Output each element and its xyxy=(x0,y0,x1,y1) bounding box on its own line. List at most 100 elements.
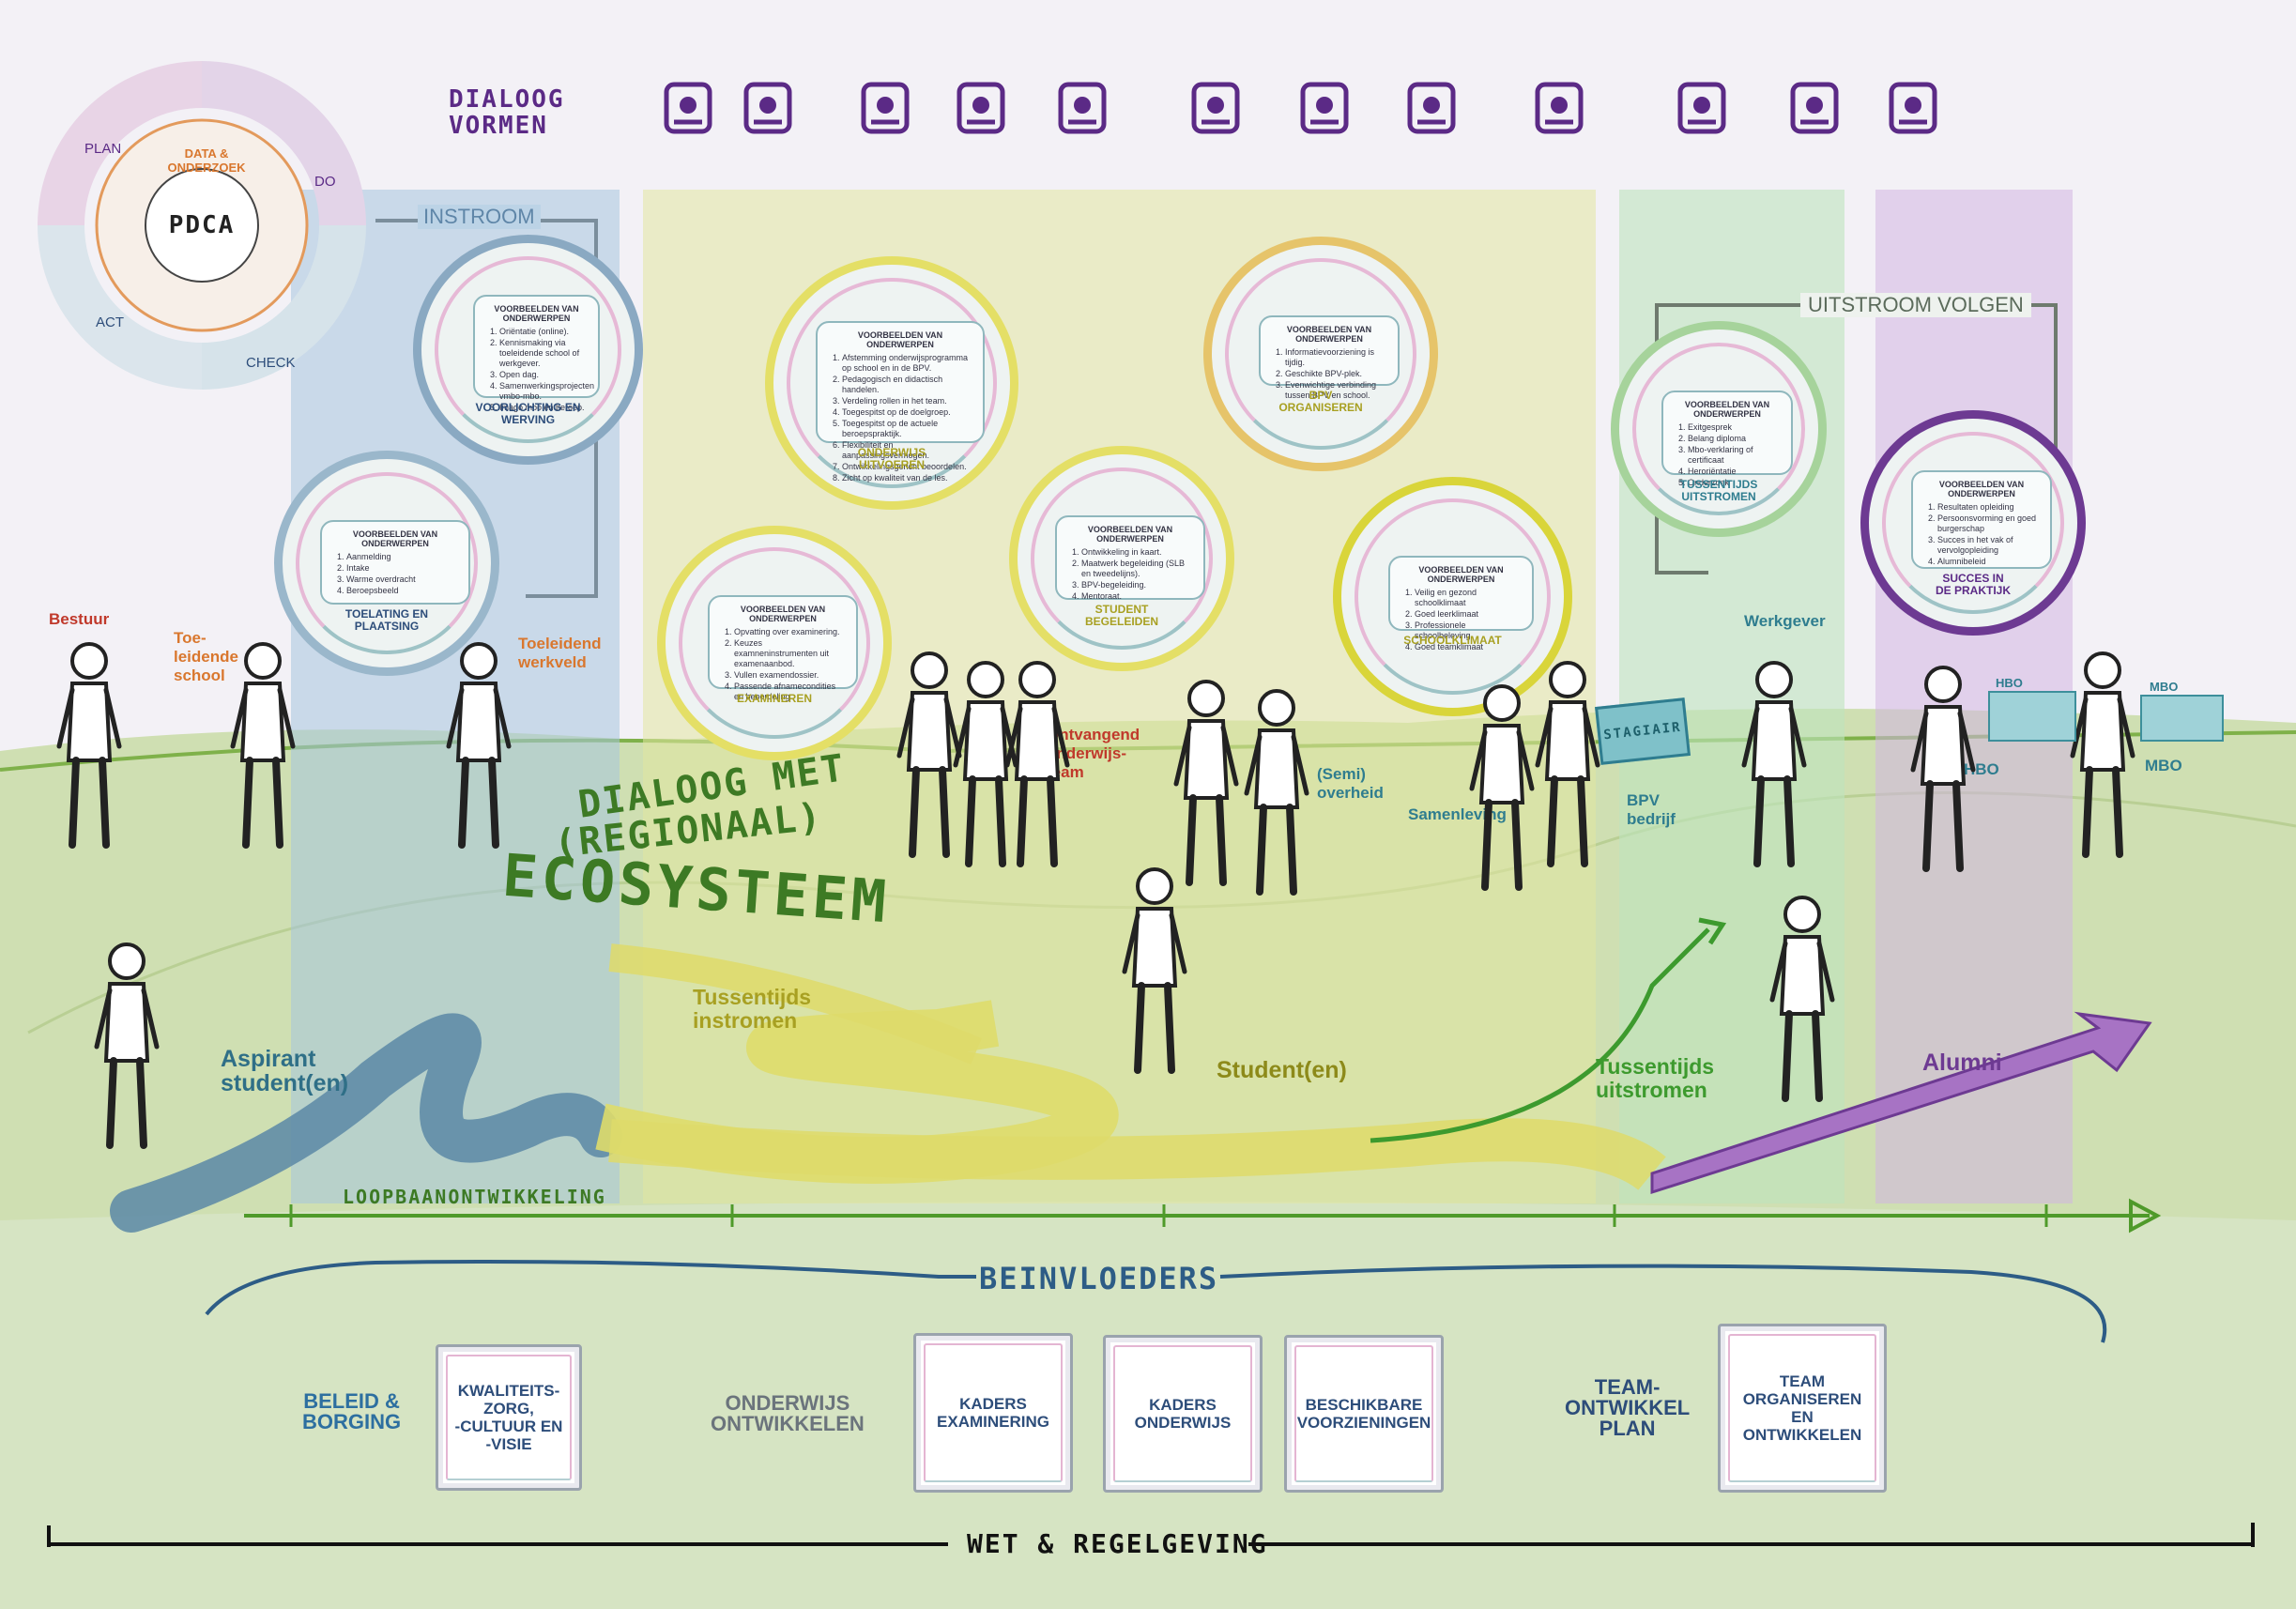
circle-title: EXAMINEREN xyxy=(736,692,812,705)
topic-item: Mbo-verklaring of certificaat xyxy=(1688,445,1780,466)
circle-title: TOELATING EN PLAATSING xyxy=(344,607,429,633)
topic-list: Ontwikkeling in kaart.Maatwerk begeleidi… xyxy=(1068,547,1192,602)
pdca-center: PDCA xyxy=(168,211,236,239)
topic-item: Onderzoek xyxy=(1688,478,1780,488)
figure-bestuur xyxy=(52,638,127,859)
topic-bubble: VOORBEELDEN VAN ONDERWERPENOriëntatie (o… xyxy=(473,295,600,412)
topic-item: Passende afnamecondities en beoordeling. xyxy=(734,682,845,702)
dialogue-bubbles-icon xyxy=(1401,77,1462,139)
topic-list: Veilig en gezond schoolklimaatGoed leerk… xyxy=(1401,588,1521,652)
actor-werkgever: Werkgever xyxy=(1744,612,1826,630)
circle-ring xyxy=(296,472,478,654)
topic-item: Warme overdracht xyxy=(346,575,457,585)
topic-list: Opvatting over examinering.Keuzes examne… xyxy=(721,627,845,702)
topic-item: Professionele schoolbeleving xyxy=(1415,621,1521,641)
topic-item: Evenwichtige verbinding tussen BPV en sc… xyxy=(1285,380,1386,401)
dialoog-vormen-title: DIALOOG VORMEN xyxy=(449,85,565,140)
topic-item: Kennismaking via toeleidende school of w… xyxy=(499,338,587,369)
form-icon xyxy=(1185,77,1247,139)
topic-item: Vullen examendossier. xyxy=(734,670,845,681)
circle-ring xyxy=(1031,467,1213,650)
circle-ring xyxy=(435,256,621,443)
topic-list: Resultaten opleidingPersoonsvorming en g… xyxy=(1924,502,2039,567)
actor-samenleving: Samenleving xyxy=(1408,805,1507,823)
figure-overheid-1 xyxy=(1169,676,1244,896)
topic-item: Succes in het vak of vervolgopleiding xyxy=(1937,535,2039,556)
figure-alumnus xyxy=(1765,892,1840,1112)
circle-title: SCHOOLKLIMAAT xyxy=(1403,634,1502,647)
circle-ring xyxy=(1355,498,1551,695)
pdca-cycle xyxy=(38,61,366,390)
figure-team-1 xyxy=(892,648,967,868)
topic-item: Belang diploma xyxy=(1688,434,1780,444)
figure-werkveld xyxy=(441,638,516,859)
topic-item: Veilig en gezond schoolklimaat xyxy=(1415,588,1521,608)
figure-toeleidende-school xyxy=(225,638,300,859)
hbo-buildings: HBO xyxy=(1988,676,2076,742)
circle-begeleiden: VOORBEELDEN VAN ONDERWERPENOntwikkeling … xyxy=(1009,446,1234,671)
laptop-icon xyxy=(1528,77,1590,139)
circle-title: SUCCES IN DE PRAKTIJK xyxy=(1935,572,2011,597)
card-kaders-onderwijs: KADERS ONDERWIJS xyxy=(1103,1335,1263,1493)
label-tussentijds-in: Tussentijds instromen xyxy=(693,985,812,1033)
circle-voorlichting: VOORBEELDEN VAN ONDERWERPENOriëntatie (o… xyxy=(413,235,643,465)
circle-onderwijs: VOORBEELDEN VAN ONDERWERPENAfstemming on… xyxy=(765,256,1018,510)
circle-title: VOORLICHTING EN WERVING xyxy=(475,401,581,426)
topic-item: Heroriëntatie xyxy=(1688,467,1780,477)
circle-ring xyxy=(679,547,870,739)
figure-student xyxy=(1117,864,1192,1084)
pdca-act: ACT xyxy=(96,314,124,330)
network-icon xyxy=(1293,77,1355,139)
figure-bpv xyxy=(1530,657,1605,878)
circle-examineren: VOORBEELDEN VAN ONDERWERPENOpvatting ove… xyxy=(657,526,892,760)
flipchart-icon xyxy=(950,77,1012,139)
figure-hbo xyxy=(1906,662,1981,882)
phase-uitstroom: UITSTROOM VOLGEN xyxy=(1800,293,2031,317)
mbo-buildings: MBO xyxy=(2140,680,2224,742)
topic-bubble: VOORBEELDEN VAN ONDERWERPEN Resultaten op… xyxy=(1911,470,2052,569)
topic-list: Oriëntatie (online).Kennismaking via toe… xyxy=(486,327,594,413)
pdca-inner-label: DATA & ONDERZOEK xyxy=(167,146,246,175)
topic-item: Aanmelding xyxy=(346,552,457,562)
topic-item: BPV-begeleiding. xyxy=(1081,580,1192,590)
topic-item: Mentoraat. xyxy=(1081,591,1192,602)
circle-succes: VOORBEELDEN VAN ONDERWERPEN Resultaten op… xyxy=(1860,410,2086,636)
card-beschikbare-voorzieningen: BESCHIKBARE VOORZIENINGEN xyxy=(1284,1335,1444,1493)
topic-item: Toegespitst op de doelgroep. xyxy=(842,407,972,418)
topic-list: Informatievoorziening is tijdig.Geschikt… xyxy=(1272,347,1386,401)
topic-bubble: VOORBEELDEN VAN ONDERWERPENVeilig en gez… xyxy=(1388,556,1534,651)
topic-item: Maatwerk begeleiding (SLB en tweedelijns… xyxy=(1081,559,1192,579)
observe-icon xyxy=(1671,77,1733,139)
bubble-heading: VOORBEELDEN VAN ONDERWERPEN xyxy=(1684,400,1770,419)
figure-overheid-2 xyxy=(1239,685,1314,906)
bubble-heading: VOORBEELDEN VAN ONDERWERPEN xyxy=(352,529,438,548)
topic-item: Pedagogisch en didactisch handelen. xyxy=(842,375,972,395)
circle-ring xyxy=(787,278,997,488)
topic-item: Ontwikkelingsgericht beoordelen. xyxy=(842,462,972,472)
topic-item: Afstemming onderwijsprogramma op school … xyxy=(842,353,972,374)
circle-ring xyxy=(1632,343,1805,515)
actor-bestuur: Bestuur xyxy=(49,610,110,628)
pdca-do: DO xyxy=(314,174,336,190)
circle-title: STUDENT BEGELEIDEN xyxy=(1084,603,1158,628)
label-loopbaanontwikkeling: LOOPBAANONTWIKKELING xyxy=(343,1186,606,1208)
circle-bpv: VOORBEELDEN VAN ONDERWERPEN Informatievoo… xyxy=(1203,237,1438,471)
phase-instroom: INSTROOM xyxy=(418,205,541,229)
feedback-icon xyxy=(1882,77,1944,139)
circle-schoolklimaat: VOORBEELDEN VAN ONDERWERPENVeilig en gez… xyxy=(1333,477,1572,716)
figure-team-3 xyxy=(1000,657,1075,878)
bubble-heading: VOORBEELDEN VAN ONDERWERPEN xyxy=(1286,325,1372,344)
topic-bubble: VOORBEELDEN VAN ONDERWERPENAfstemming on… xyxy=(816,321,985,483)
bubble-heading: VOORBEELDEN VAN ONDERWERPEN xyxy=(1938,480,2025,498)
topic-item: Ontwikkeling in kaart. xyxy=(1081,547,1192,558)
figure-aspirant xyxy=(89,939,164,1159)
circle-ring xyxy=(1882,432,2064,614)
group-team-plan: TEAM- ONTWIKKEL PLAN xyxy=(1565,1375,1691,1440)
group-onderwijs-ontwikkelen: ONDERWIJS ONTWIKKELEN xyxy=(711,1391,865,1435)
topic-item: Imago mbo en beroep. xyxy=(499,403,587,413)
card-kwaliteitszorg: KWALITEITS- ZORG, -CULTUUR EN -VISIE xyxy=(436,1344,582,1491)
topic-item: Intake xyxy=(346,563,457,574)
topic-bubble: VOORBEELDEN VAN ONDERWERPENOntwikkeling … xyxy=(1055,515,1205,602)
topic-item: Oriëntatie (online). xyxy=(499,327,587,337)
